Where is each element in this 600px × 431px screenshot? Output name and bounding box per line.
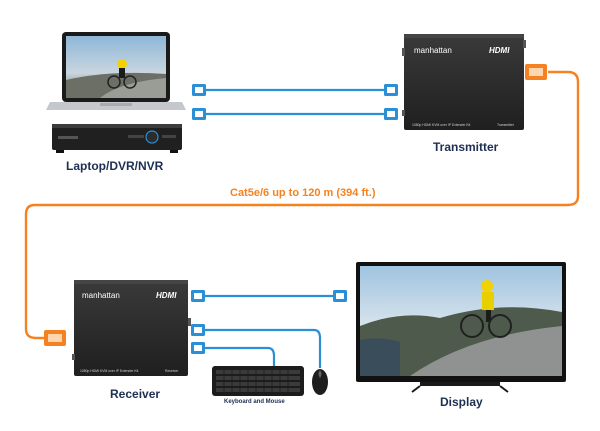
transmitter-unit-text: Transmitter <box>497 123 515 127</box>
cat-cable <box>24 70 580 340</box>
receiver-hdmi-logo: HDMI <box>156 291 177 300</box>
hdmi-connector-icon <box>191 290 205 302</box>
receiver-brand: manhattan <box>82 291 120 300</box>
dvr-icon <box>52 124 182 153</box>
keyboard-icon <box>212 366 304 396</box>
usb-connector-icon <box>191 324 205 336</box>
source-label: Laptop/DVR/NVR <box>66 159 164 173</box>
transmitter-unit: manhattan HDMI 1080p HDMI KVM over IP Ex… <box>402 34 526 130</box>
display-label: Display <box>440 395 483 409</box>
usb-cable-mouse <box>205 328 322 368</box>
hdmi-connector-icon <box>384 84 398 96</box>
cable-length-label: Cat5e/6 up to 120 m (394 ft.) <box>230 187 376 199</box>
receiver-unit-text: Receiver <box>165 369 179 373</box>
transmitter-brand: manhattan <box>414 46 452 55</box>
usb-connector-icon <box>191 342 205 354</box>
hdmi-connector-icon <box>192 84 206 96</box>
receiver-model-text: 1080p HDMI KVM over IP Extender Kit <box>80 369 138 373</box>
rj45-connector-icon <box>525 64 547 80</box>
rj45-connector-icon <box>44 330 66 346</box>
peripherals-label: Keyboard and Mouse <box>224 399 285 405</box>
transmitter-hdmi-logo: HDMI <box>489 46 510 55</box>
usb-connector-icon <box>192 108 206 120</box>
monitor-icon <box>356 262 566 393</box>
usb-connector-icon <box>384 108 398 120</box>
usb-cable-keyboard <box>205 346 276 366</box>
receiver-unit: manhattan HDMI 1080p HDMI KVM over IP Ex… <box>72 280 191 376</box>
receiver-label: Receiver <box>110 387 161 401</box>
mouse-icon <box>312 369 328 395</box>
transmitter-model-text: 1080p HDMI KVM over IP Extender Kit <box>412 123 470 127</box>
transmitter-label: Transmitter <box>433 140 499 154</box>
laptop-icon <box>46 32 186 110</box>
hdmi-connector-icon <box>333 290 347 302</box>
